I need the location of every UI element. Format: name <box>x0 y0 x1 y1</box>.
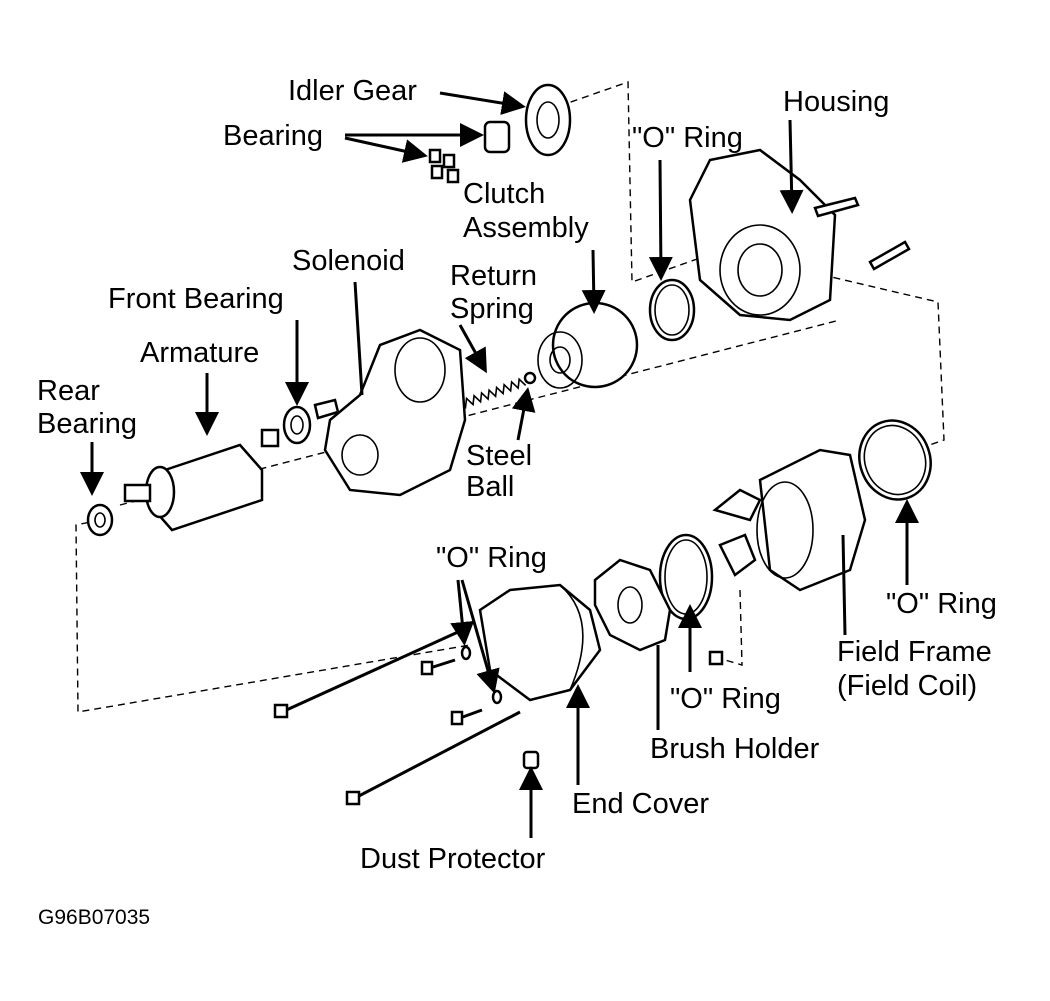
figure-code: G96B07035 <box>38 906 150 929</box>
label-o-ring-brush-holder: "O" Ring <box>670 683 781 715</box>
label-field-frame-line1: Field Frame <box>837 636 992 668</box>
leader-arrows <box>80 91 919 838</box>
label-return-spring-line2: Spring <box>450 293 534 325</box>
label-armature: Armature <box>140 337 259 369</box>
clutch-assembly <box>537 301 639 389</box>
label-housing: Housing <box>783 86 889 118</box>
bearing-parts <box>428 120 511 184</box>
label-o-ring-top: "O" Ring <box>632 122 743 154</box>
idler-gear <box>524 83 572 157</box>
label-idler-gear: Idler Gear <box>288 75 417 107</box>
o-ring-housing <box>648 278 696 342</box>
brush-holder <box>593 558 672 652</box>
o-ring-field-frame <box>858 419 932 501</box>
steel-ball <box>523 371 537 385</box>
label-steel-ball-line2: Ball <box>466 471 514 503</box>
field-frame <box>712 448 867 592</box>
label-dust-protector: Dust Protector <box>360 843 546 875</box>
label-steel-ball-line1: Steel <box>466 440 532 472</box>
return-spring <box>457 377 527 411</box>
end-cover <box>478 583 602 702</box>
label-rear-bearing-line1: Rear <box>37 375 100 407</box>
label-clutch-assembly-line1: Clutch <box>463 178 545 210</box>
solenoid <box>313 328 467 497</box>
rear-bearing <box>86 503 114 537</box>
dust-protector <box>522 750 540 770</box>
label-front-bearing: Front Bearing <box>108 283 284 315</box>
label-o-ring-end-cover: "O" Ring <box>436 542 547 574</box>
label-bearing: Bearing <box>223 120 323 152</box>
label-field-frame-line2: (Field Coil) <box>837 670 977 702</box>
label-brush-holder: Brush Holder <box>650 733 820 765</box>
label-clutch-assembly-line2: Assembly <box>463 212 589 244</box>
label-o-ring-field-frame: "O" Ring <box>886 588 997 620</box>
label-end-cover: End Cover <box>572 788 709 820</box>
through-bolts-and-screws <box>273 630 724 806</box>
label-solenoid: Solenoid <box>292 245 405 277</box>
label-return-spring-line1: Return <box>450 260 537 292</box>
front-bearing <box>282 405 312 445</box>
housing <box>688 148 911 322</box>
label-rear-bearing-line2: Bearing <box>37 408 137 440</box>
armature <box>123 428 280 532</box>
